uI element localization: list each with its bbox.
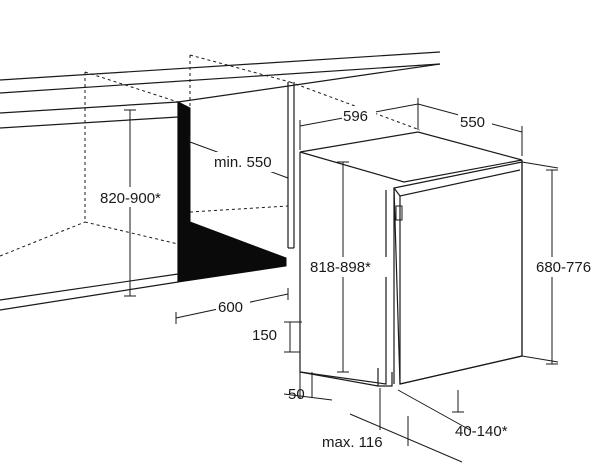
dimension-min-depth: min. 550	[189, 136, 289, 184]
min-depth-label: min. 550	[214, 154, 272, 171]
right-cabinet-wall	[287, 82, 295, 249]
max-offset-label: max. 116	[322, 434, 383, 451]
appliance-depth-label: 550	[460, 114, 485, 131]
cabinet-height-label: 820-900*	[100, 190, 161, 207]
dimension-niche-width: 600	[175, 288, 289, 324]
toe-kick-height-label: 150	[252, 327, 277, 344]
dimension-max-offset: max. 116	[322, 388, 463, 463]
appliance-height-label: 818-898*	[310, 259, 371, 276]
dimension-toe-kick-depth: 50	[283, 356, 333, 403]
toe-kick-depth-label: 50	[288, 386, 305, 403]
dimension-door-height: 680-776	[521, 161, 600, 365]
appliance-width-label: 596	[343, 108, 368, 125]
dimension-cabinet-height: 820-900*	[96, 109, 170, 297]
dimension-appliance-height: 818-898*	[308, 161, 388, 373]
countertop	[0, 51, 441, 129]
door-offset-label: 40-140*	[455, 423, 508, 440]
niche-width-label: 600	[218, 299, 243, 316]
dimension-toe-kick-height: 150	[252, 321, 302, 353]
cabinet-side-panel	[177, 101, 287, 283]
dimension-appliance-depth: 550	[417, 103, 523, 156]
dimension-door-offset: 40-140*	[397, 389, 508, 440]
dimension-appliance-width: 596	[299, 98, 419, 150]
door-height-label: 680-776	[536, 259, 591, 276]
niche-hidden-edges	[0, 54, 421, 257]
